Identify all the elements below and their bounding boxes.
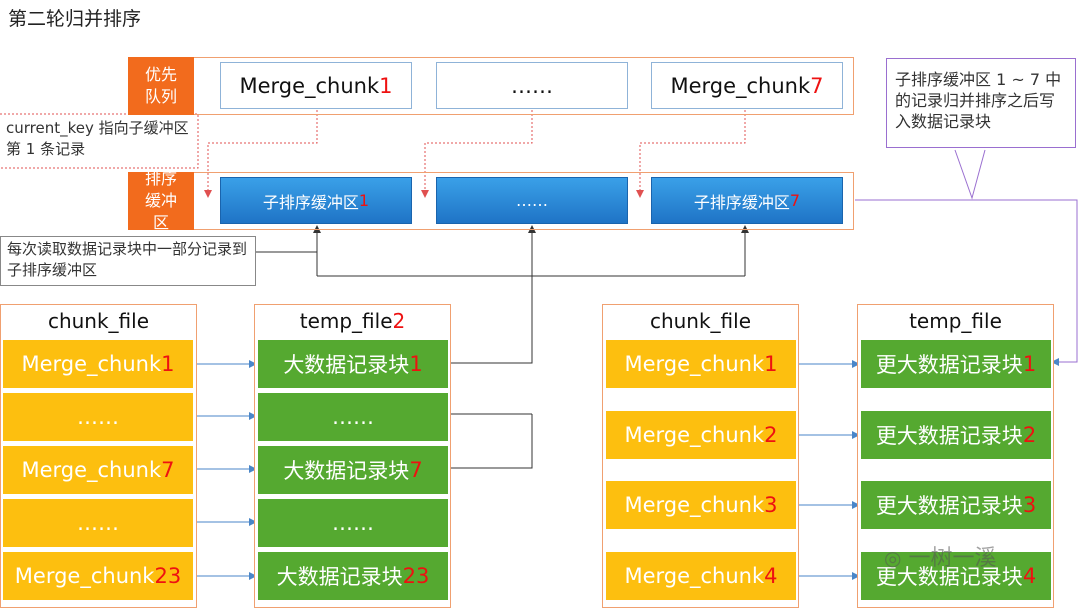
left-chunk-ellipsis-a: ……	[3, 393, 193, 441]
left-temp-block-23: 大数据记录块 23	[258, 552, 448, 600]
priority-queue-tag: 优先队列	[128, 57, 194, 115]
pq-merge-chunk-1: Merge_chunk 1	[220, 62, 412, 109]
wechat-icon: ◎	[884, 546, 902, 570]
right-chunk-file-title: chunk_file	[649, 309, 752, 333]
right-chunk-2: Merge_chunk 2	[606, 411, 796, 459]
left-temp-block-7: 大数据记录块 7	[258, 446, 448, 494]
right-chunk-4: Merge_chunk 4	[606, 552, 796, 600]
left-chunk-file-title: chunk_file	[47, 309, 150, 333]
page-title: 第二轮归并排序	[8, 8, 142, 30]
left-temp-file-title: temp_file2	[299, 309, 406, 333]
sub-buffer-ellipsis: ……	[436, 177, 628, 224]
sub-buffer-7: 子排序缓冲区 7	[651, 177, 843, 224]
left-chunk-1: Merge_chunk 1	[3, 340, 193, 388]
right-temp-file-title: temp_file	[909, 309, 1002, 333]
sub-buffer-1: 子排序缓冲区 1	[220, 177, 412, 224]
left-chunk-ellipsis-b: ……	[3, 499, 193, 547]
right-chunk-3: Merge_chunk 3	[606, 481, 796, 529]
right-chunk-1: Merge_chunk 1	[606, 340, 796, 388]
sort-buffer-tag: 排序缓冲区	[128, 169, 194, 232]
merge-note: 子排序缓冲区 1 ~ 7 中的记录归并排序之后写入数据记录块	[886, 58, 1076, 148]
left-temp-ellipsis-b: ……	[258, 499, 448, 547]
left-temp-ellipsis-a: ……	[258, 393, 448, 441]
left-temp-block-1: 大数据记录块 1	[258, 340, 448, 388]
left-chunk-7: Merge_chunk 7	[3, 446, 193, 494]
right-temp-block-4: 更大数据记录块 4	[861, 552, 1051, 600]
right-temp-block-3: 更大数据记录块 3	[861, 481, 1051, 529]
right-temp-block-1: 更大数据记录块 1	[861, 340, 1051, 388]
read-note: 每次读取数据记录块中一部分记录到子排序缓冲区	[0, 236, 256, 286]
left-chunk-23: Merge_chunk 23	[3, 552, 193, 600]
pq-ellipsis: ……	[436, 62, 628, 109]
pq-merge-chunk-7: Merge_chunk 7	[651, 62, 843, 109]
right-temp-block-2: 更大数据记录块 2	[861, 411, 1051, 459]
current-key-note: current_key 指向子缓冲区第 1 条记录	[6, 118, 192, 164]
watermark: ◎ 一树一溪	[884, 546, 997, 571]
